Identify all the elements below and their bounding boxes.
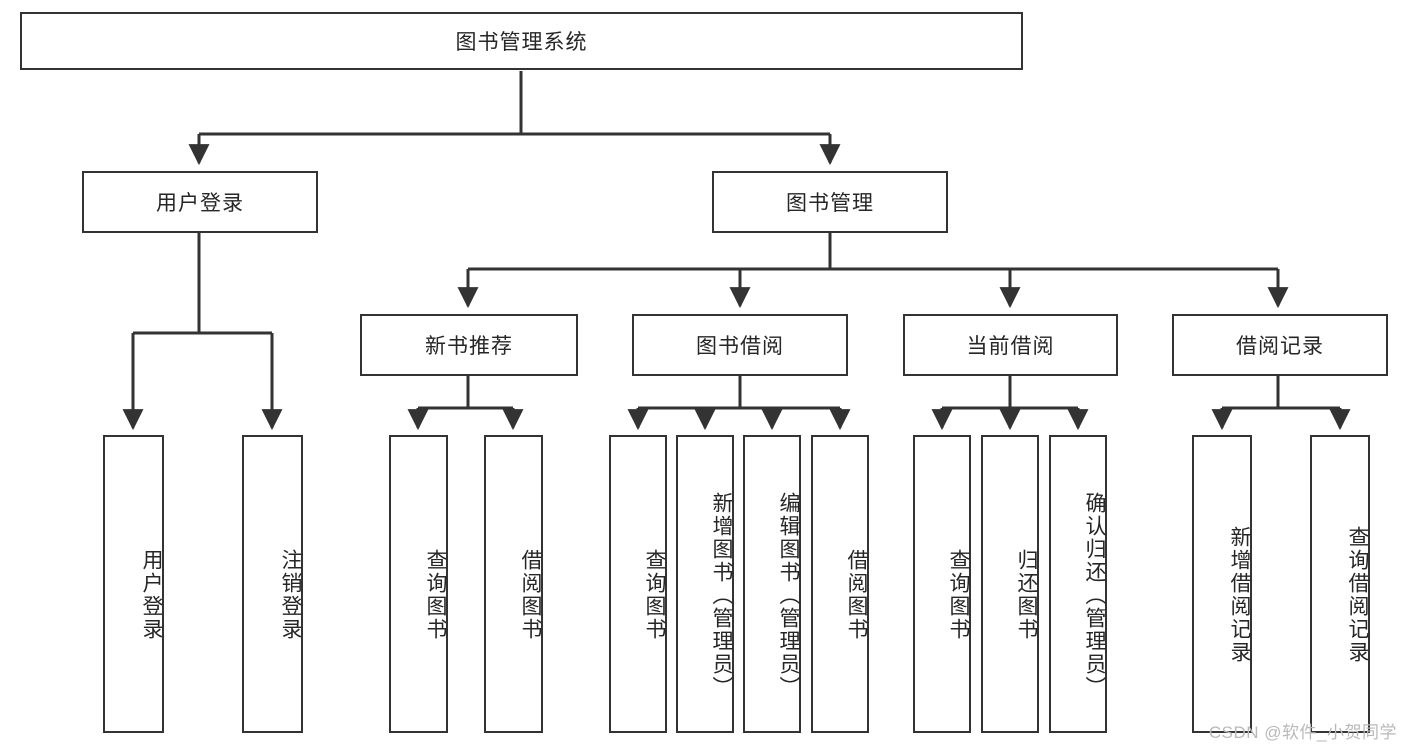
node-current-borrow-label: 当前借阅 xyxy=(966,335,1055,358)
leaf-label: 借阅图书 xyxy=(519,549,542,641)
leaf-label: 归还图书 xyxy=(1015,549,1038,641)
node-root[interactable]: 图书管理系统 xyxy=(20,12,1023,70)
leaf-label: 新增图书（管理员） xyxy=(710,491,733,699)
leaf-label: 查询图书 xyxy=(947,549,970,641)
node-new-book-recommend[interactable]: 新书推荐 xyxy=(360,314,578,376)
node-user-login[interactable]: 用户登录 xyxy=(82,171,318,233)
leaf-label: 新增借阅记录 xyxy=(1228,526,1251,664)
leaf-label: 查询图书 xyxy=(643,549,666,641)
leaf-current-borrow-query[interactable]: 查询图书 xyxy=(913,435,971,733)
leaf-label: 确认归还（管理员） xyxy=(1083,491,1106,699)
leaf-label: 查询图书 xyxy=(424,549,447,641)
leaf-book-borrow-query[interactable]: 查询图书 xyxy=(609,435,667,733)
leaf-current-borrow-return[interactable]: 归还图书 xyxy=(981,435,1039,733)
node-borrow-record[interactable]: 借阅记录 xyxy=(1172,314,1388,376)
leaf-new-book-borrow[interactable]: 借阅图书 xyxy=(484,435,543,733)
node-borrow-record-label: 借阅记录 xyxy=(1236,335,1324,358)
leaf-borrow-record-add[interactable]: 新增借阅记录 xyxy=(1192,435,1252,733)
leaf-current-borrow-confirm[interactable]: 确认归还（管理员） xyxy=(1049,435,1107,733)
leaf-label: 查询借阅记录 xyxy=(1346,526,1369,664)
leaf-book-borrow-edit[interactable]: 编辑图书（管理员） xyxy=(743,435,801,733)
leaf-new-book-query[interactable]: 查询图书 xyxy=(389,435,448,733)
leaf-label: 用户登录 xyxy=(140,549,163,641)
leaf-book-borrow-add[interactable]: 新增图书（管理员） xyxy=(676,435,734,733)
leaf-user-login-login[interactable]: 用户登录 xyxy=(103,435,164,733)
node-root-label: 图书管理系统 xyxy=(455,31,588,54)
node-new-book-recommend-label: 新书推荐 xyxy=(425,335,513,358)
node-user-login-label: 用户登录 xyxy=(156,192,244,215)
node-current-borrow[interactable]: 当前借阅 xyxy=(903,314,1118,376)
node-book-manage-label: 图书管理 xyxy=(786,192,874,215)
node-book-manage[interactable]: 图书管理 xyxy=(712,171,948,233)
leaf-user-login-logout[interactable]: 注销登录 xyxy=(242,435,303,733)
leaf-label: 注销登录 xyxy=(279,549,302,641)
node-book-borrow-label: 图书借阅 xyxy=(696,335,784,358)
leaf-borrow-record-query[interactable]: 查询借阅记录 xyxy=(1310,435,1370,733)
leaf-label: 借阅图书 xyxy=(845,549,868,641)
node-book-borrow[interactable]: 图书借阅 xyxy=(632,314,848,376)
leaf-label: 编辑图书（管理员） xyxy=(777,491,800,699)
leaf-book-borrow-borrow[interactable]: 借阅图书 xyxy=(811,435,869,733)
